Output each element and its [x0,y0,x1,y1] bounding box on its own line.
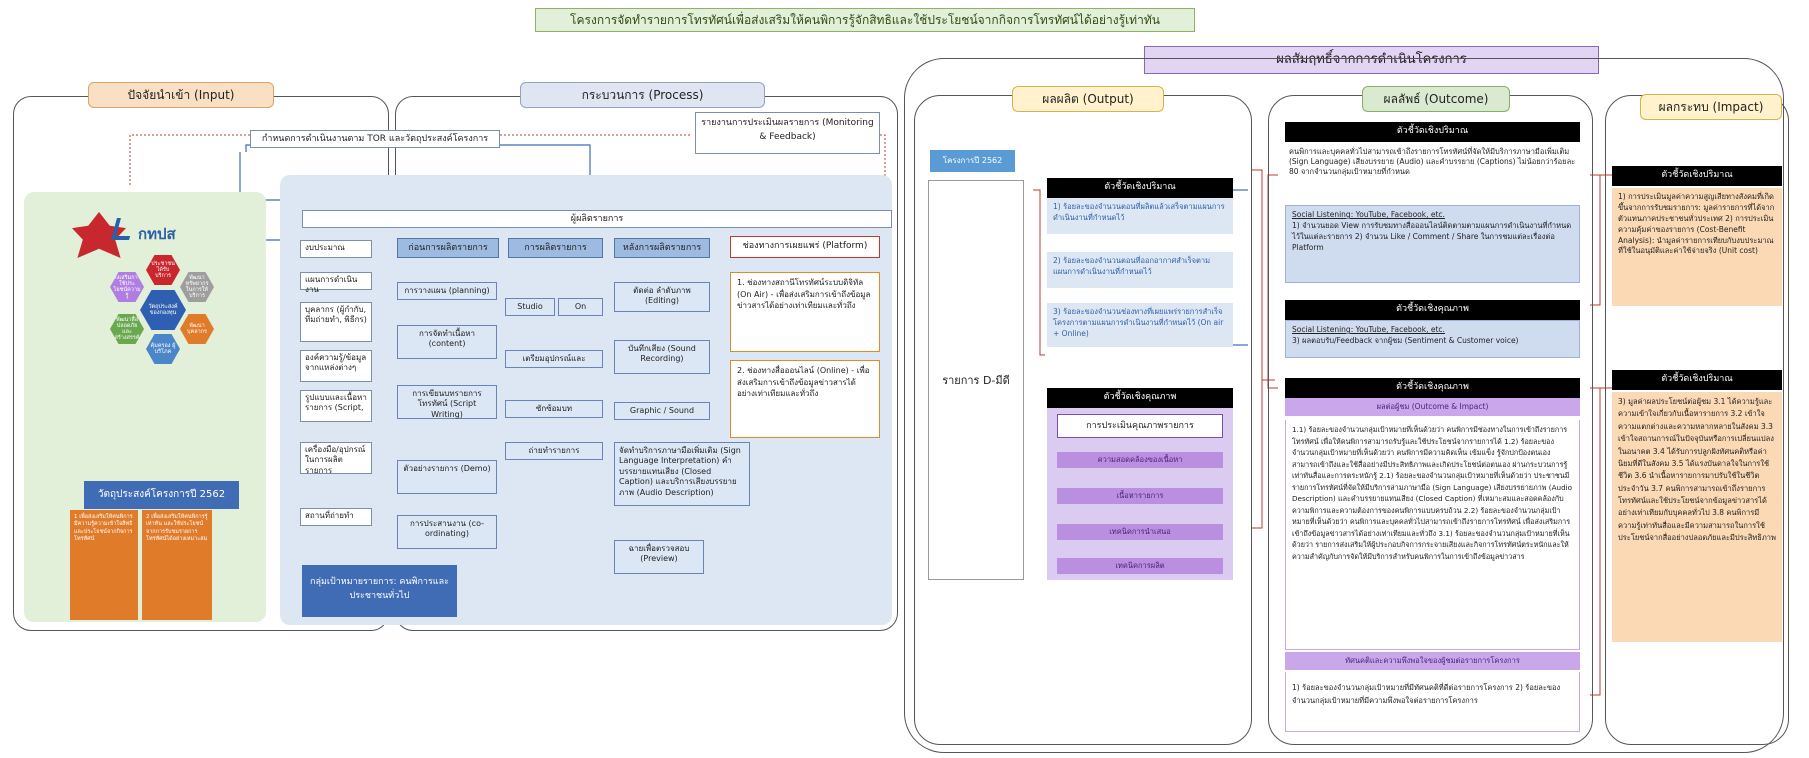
quality-item-2: เนื้อหารายการ [1057,488,1223,504]
production-head: การผลิตรายการ [508,238,603,258]
quality-eval-title: การประเมินคุณภาพรายการ [1057,414,1223,438]
pre-step-5: การประสานงาน (co-ordinating) [397,515,497,549]
output-quant-3: 3) ร้อยละของจำนวนช่องทางที่เผยแพร่รายการ… [1047,303,1233,347]
post-step-4: จัดทำบริการภาษามือเพิ่มเติม (Sign Langua… [614,442,750,506]
resource-format: รูปแบบและเนื้อหารายการ (Script, [300,390,372,422]
impact-quant-head: ตัวชี้วัดเชิงปริมาณ [1612,166,1782,186]
attitude-text: 1) ร้อยละของจำนวนกลุ่มเป้าหมายที่มีทัศนค… [1285,672,1580,732]
resource-plan: แผนการดำเนินงาน [300,272,372,294]
tor-label: กำหนดการดำเนินงานตาม TOR และวัตถุประสงค์… [250,130,500,148]
monitoring-label: รายงานการประเมินผลรายการ (Monitoring & F… [695,112,880,154]
impact-quant2-head: ตัวชี้วัดเชิงปริมาณ [1612,370,1782,390]
resource-equipment: เครื่องมือ/อุปกรณ์ในการผลิตรายการ [300,442,372,475]
impact-header: ผลกระทบ (Impact) [1640,94,1782,120]
impact-quant2-text: 3) มูลค่าผลประโยชน์ต่อผู้ชม 3.1 ได้ความร… [1612,392,1782,642]
post-step-5: ฉายเพื่อตรวจสอบ (Preview) [614,540,704,574]
target-group: กลุ่มเป้าหมายรายการ: คนพิการและประชาชนทั… [302,565,457,617]
outcome-quant-head: ตัวชี้วัดเชิงปริมาณ [1285,122,1580,142]
outcome-col-header: ผลลัพธ์ (Outcome) [1362,86,1510,112]
output-year: โครงการปี 2562 [930,150,1015,172]
input-header: ปัจจัยนำเข้า (Input) [88,82,274,108]
resource-knowledge: องค์ความรู้/ข้อมูลจากแหล่งต่างๆ [300,350,372,382]
outcome-header: ผลสัมฤทธิ์จากการดำเนินโครงการ [1144,46,1599,74]
fund-logo-text: กทปส [138,225,176,243]
quality-item-1: ความสอดคล้องของเนื้อหา [1057,452,1223,468]
prod-on-location: On [558,298,603,316]
social-listening-1-items: 1) จำนวนยอด View การรับชมทางสื่อออนไลน์ต… [1292,220,1572,252]
pre-step-3: การเขียนบทรายการโทรทัศน์ (Script Writing… [397,385,497,419]
platform-online: 2. ช่องทางสื่อออนไลน์ (Online) - เพื่อส่… [730,360,880,438]
pre-step-1: การวางแผน (planning) [397,282,497,300]
hex-item-3: พัฒนา บุคลากร [180,314,214,344]
output-quant-1: 1) ร้อยละของจำนวนตอนที่ผลิตแล้วเสร็จตามแ… [1047,198,1233,234]
outcome-qual2-head: ตัวชี้วัดเชิงคุณภาพ [1285,378,1580,398]
post-step-3: Graphic / Sound [614,402,710,420]
output-quant-head: ตัวชี้วัดเชิงปริมาณ [1047,178,1233,198]
outcome-social-panel-1: Social Listening: YouTube, Facebook, etc… [1285,205,1580,283]
hex-item-1: ประชาชน ได้รับ บริการ [146,255,180,285]
prod-step-3: ถ่ายทำรายการ [505,442,603,460]
program-name: รายการ D-มีดี [928,180,1024,580]
post-production-head: หลังการผลิตรายการ [614,238,710,258]
attitude-head: ทัศนคติและความพึงพอใจของผู้ชมต่อรายการโค… [1285,652,1580,670]
quality-item-4: เทคนิคการผลิต [1057,558,1223,574]
pre-production-head: ก่อนการผลิตรายการ [397,238,499,258]
post-step-1: ตัดต่อ ลำดับภาพ (Editing) [614,282,710,312]
page-title: โครงการจัดทำรายการโทรทัศน์เพื่อส่งเสริมใ… [535,8,1195,32]
hex-item-4: คุ้มครอง ผู้บริโภค [146,334,180,364]
pre-step-4: ตัวอย่างรายการ (Demo) [397,460,497,494]
objective-2: 2 เพื่อส่งเสริมให้คนพิการรู้เท่าทัน และใ… [142,510,212,620]
objective-1: 1 เพื่อส่งเสริมให้คนพิการมีความรู้ความเข… [70,510,138,620]
quality-item-3: เทคนิคการนำเสนอ [1057,524,1223,540]
audience-text: 1.1) ร้อยละของจำนวนกลุ่มเป้าหมายที่เห็นด… [1285,420,1580,650]
output-qual-head: ตัวชี้วัดเชิงคุณภาพ [1047,388,1233,408]
social-listening-2: Social Listening: YouTube, Facebook, etc… [1292,325,1445,334]
outcome-qual-head: ตัวชี้วัดเชิงคุณภาพ [1285,300,1580,320]
outcome-quant-text: คนพิการและบุคคลทั่วไปสามารถเข้าถึงรายการ… [1289,147,1576,177]
outcome-social-panel-2: Social Listening: YouTube, Facebook, etc… [1285,320,1580,358]
hex-item-2: พัฒนา ทรัพยากร ในการให้ บริการ [180,272,214,302]
social-listening-1: Social Listening: YouTube, Facebook, etc… [1292,210,1445,219]
platform-on-air: 1. ช่องทางสถานีโทรทัศน์ระบบดิจิทัล (On A… [730,272,880,352]
objective-title: วัตถุประสงค์โครงการปี 2562 [84,481,239,509]
post-step-2: บันทึกเสียง (Sound Recording) [614,340,710,374]
pre-step-2: การจัดทำเนื้อหา (content) [397,325,497,359]
prod-step-1: เตรียมอุปกรณ์และ [505,350,603,368]
prod-step-2: ซักซ้อมบท [505,400,603,418]
social-listening-2-items: 3) ผลตอบรับ/Feedback จากผู้ชม (Sentiment… [1292,335,1519,345]
output-quant-2: 2) ร้อยละของจำนวนตอนที่ออกอากาศสำเร็จตาม… [1047,252,1233,288]
output-header: ผลผลิต (Output) [1012,86,1164,112]
prod-studio: Studio [505,298,555,316]
resource-staff: บุคลากร (ผู้กำกับ, ทีมถ่ายทำ, พิธีกร) [300,302,372,342]
audience-head: ผลต่อผู้ชม (Outcome & Impact) [1285,398,1580,416]
process-header: กระบวนการ (Process) [520,82,765,108]
impact-quant-text: 1) การประเมินมูลค่าความสูญเสียทางสังคมที… [1612,188,1782,306]
platform-head: ช่องทางการเผยแพร่ (Platform) [730,236,880,258]
resource-location: สถานที่ถ่ายทำ [300,508,372,526]
producer-bar: ผู้ผลิตรายการ [302,210,892,228]
results-frame [904,58,1784,753]
resource-budget: งบประมาณ [300,240,372,258]
